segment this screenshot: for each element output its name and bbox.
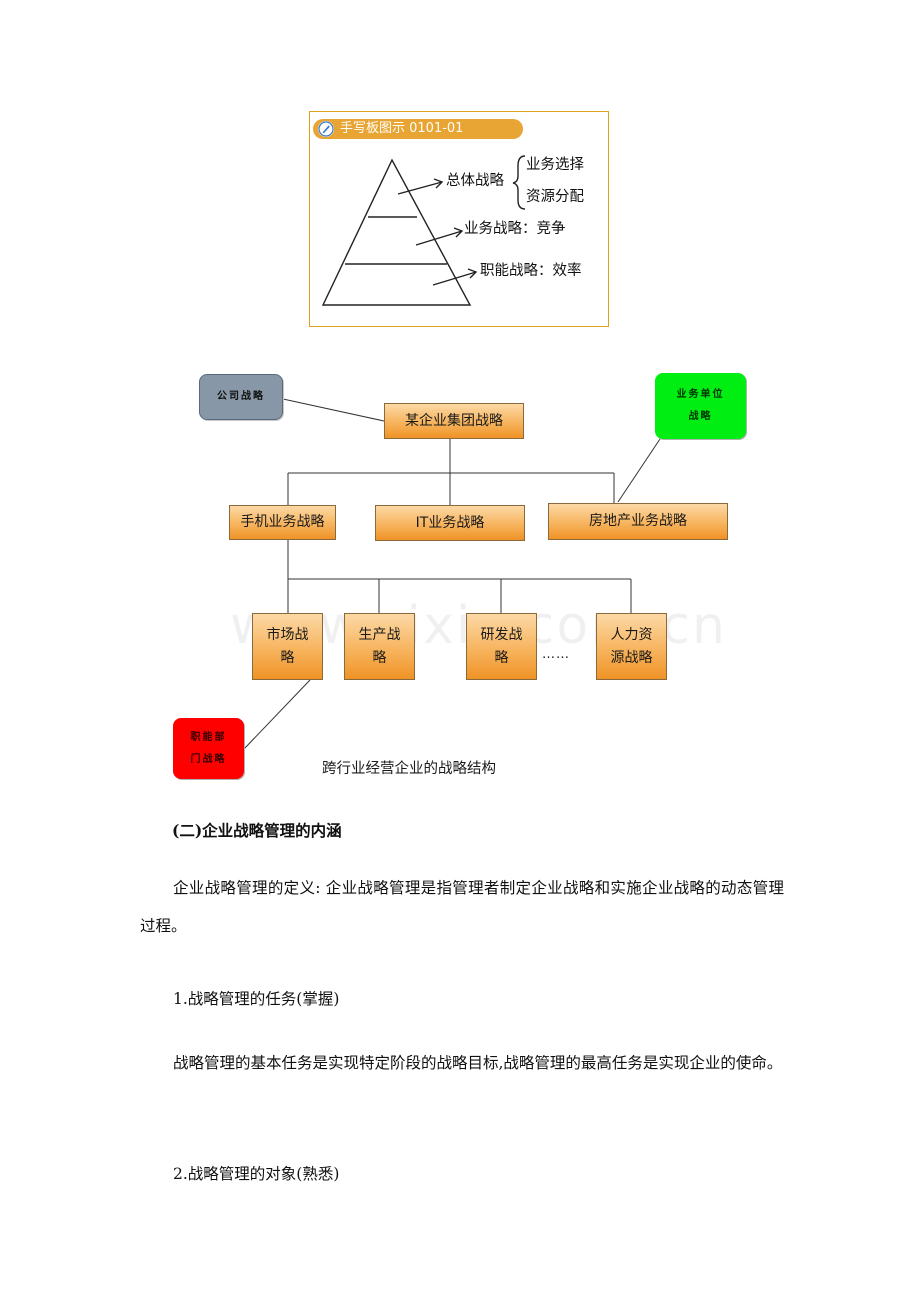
arrow-functional	[432, 271, 477, 286]
function-label-line2: 略	[280, 649, 295, 666]
figure-header-badge: 手写板图示 0101-01	[313, 119, 523, 139]
business-unit-box-phone: 手机业务战略	[229, 505, 336, 540]
pyramid-drawing	[321, 155, 526, 306]
business-unit-strategy-callout: 业务单位 战略	[655, 373, 746, 439]
section-heading: (二)企业战略管理的内涵	[172, 821, 342, 840]
function-box-hr: 人力资 源战略	[596, 613, 667, 680]
diagram-caption: 跨行业经营企业的战略结构	[322, 761, 496, 777]
pointer-functional	[243, 679, 311, 750]
company-strategy-label: 公司战略	[217, 391, 265, 402]
function-box-production: 生产战 略	[344, 613, 415, 680]
item2-heading: 2.战略管理的对象(熟悉)	[173, 1165, 340, 1183]
item1-paragraph: 战略管理的基本任务是实现特定阶段的战略目标,战略管理的最高任务是实现企业的使命。	[173, 1054, 783, 1072]
function-label-line2: 源战略	[610, 649, 653, 666]
pointer-company	[282, 398, 385, 422]
level-corporate-label: 总体战略	[446, 173, 504, 189]
pen-icon	[318, 121, 334, 137]
function-label-line1: 生产战	[358, 626, 401, 643]
org-connectors	[243, 398, 661, 750]
function-label-line2: 略	[372, 649, 387, 666]
business-unit-box-it: IT业务战略	[375, 505, 525, 541]
level-business-label: 业务战略：竞争	[464, 221, 566, 237]
level-corporate-sub-2: 资源分配	[526, 189, 584, 205]
function-box-marketing: 市场战 略	[252, 613, 323, 680]
arrow-business	[415, 230, 463, 246]
functional-callout-line2: 门战略	[190, 753, 227, 765]
functional-callout-line1: 职能部	[190, 731, 227, 743]
level-functional-label: 职能战略：效率	[480, 263, 582, 279]
function-label-line2: 略	[494, 649, 509, 666]
root-strategy-box: 某企业集团战略	[384, 403, 524, 439]
arrow-corporate	[397, 181, 443, 195]
arrowhead-functional	[467, 268, 478, 279]
business-unit-label-it: IT业务战略	[415, 514, 485, 531]
company-strategy-callout: 公司战略	[199, 374, 283, 420]
business-unit-callout-line2: 战略	[688, 411, 713, 422]
pyramid-figure: 手写板图示 0101-01 总体战略 业务选择 资源分配 业务战略：竞争 职能战…	[309, 111, 609, 327]
figure-header-text: 手写板图示 0101-01	[340, 121, 464, 136]
arrowhead-business	[453, 227, 464, 238]
business-unit-box-realestate: 房地产业务战略	[548, 503, 728, 540]
pointer-business	[617, 438, 661, 503]
functional-strategy-callout: 职能部 门战略	[173, 718, 244, 779]
business-unit-label-realestate: 房地产业务战略	[589, 513, 687, 529]
pyramid-outline	[321, 158, 472, 306]
business-unit-label-phone: 手机业务战略	[240, 514, 325, 530]
brace	[512, 155, 526, 210]
level-corporate-sub-1: 业务选择	[526, 157, 584, 173]
function-label-line1: 研发战	[480, 626, 523, 643]
more-functions-ellipsis: ……	[542, 647, 570, 662]
function-box-rnd: 研发战 略	[466, 613, 537, 680]
definition-paragraph: 企业战略管理的定义: 企业战略管理是指管理者制定企业战略和实施企业战略的动态管理…	[140, 879, 784, 935]
item1-heading: 1.战略管理的任务(掌握)	[173, 990, 340, 1008]
business-unit-callout-line1: 业务单位	[676, 389, 725, 400]
function-label-line1: 人力资	[610, 626, 653, 643]
function-label-line1: 市场战	[266, 626, 309, 643]
arrowhead-corporate	[433, 178, 444, 189]
root-strategy-label: 某企业集团战略	[405, 412, 503, 429]
